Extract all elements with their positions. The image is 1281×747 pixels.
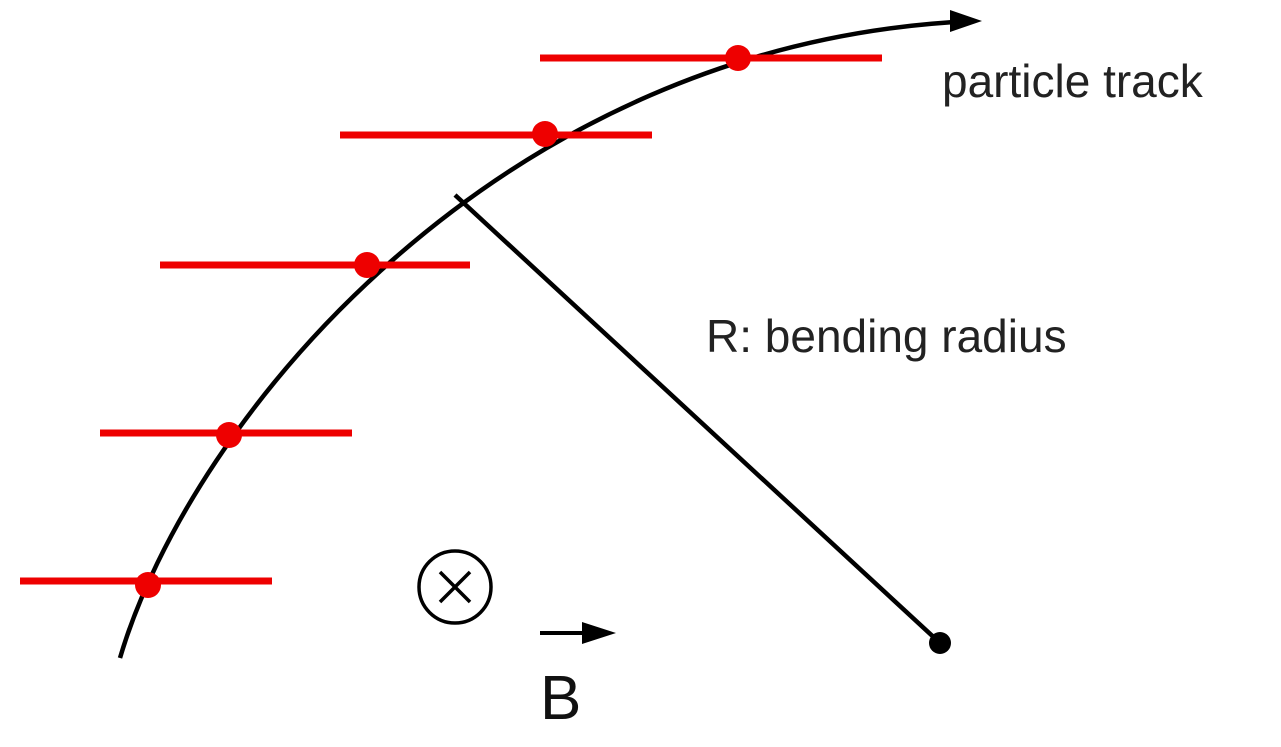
vector-arrow-icon (540, 622, 616, 644)
circled-cross-icon (417, 549, 493, 625)
magnetic-field-label: B (540, 664, 582, 733)
bending-radius-label: R: bending radius (706, 310, 1067, 362)
hit-point (135, 572, 161, 598)
particle-track (117, 18, 976, 659)
hit-point (532, 121, 558, 147)
hit-point (216, 422, 242, 448)
hit-point (725, 45, 751, 71)
hit-point (354, 252, 380, 278)
track-arrowhead-icon (950, 10, 982, 32)
radius-line (453, 193, 942, 645)
center-dot-icon (929, 632, 951, 654)
particle-track-label: particle track (942, 55, 1203, 107)
